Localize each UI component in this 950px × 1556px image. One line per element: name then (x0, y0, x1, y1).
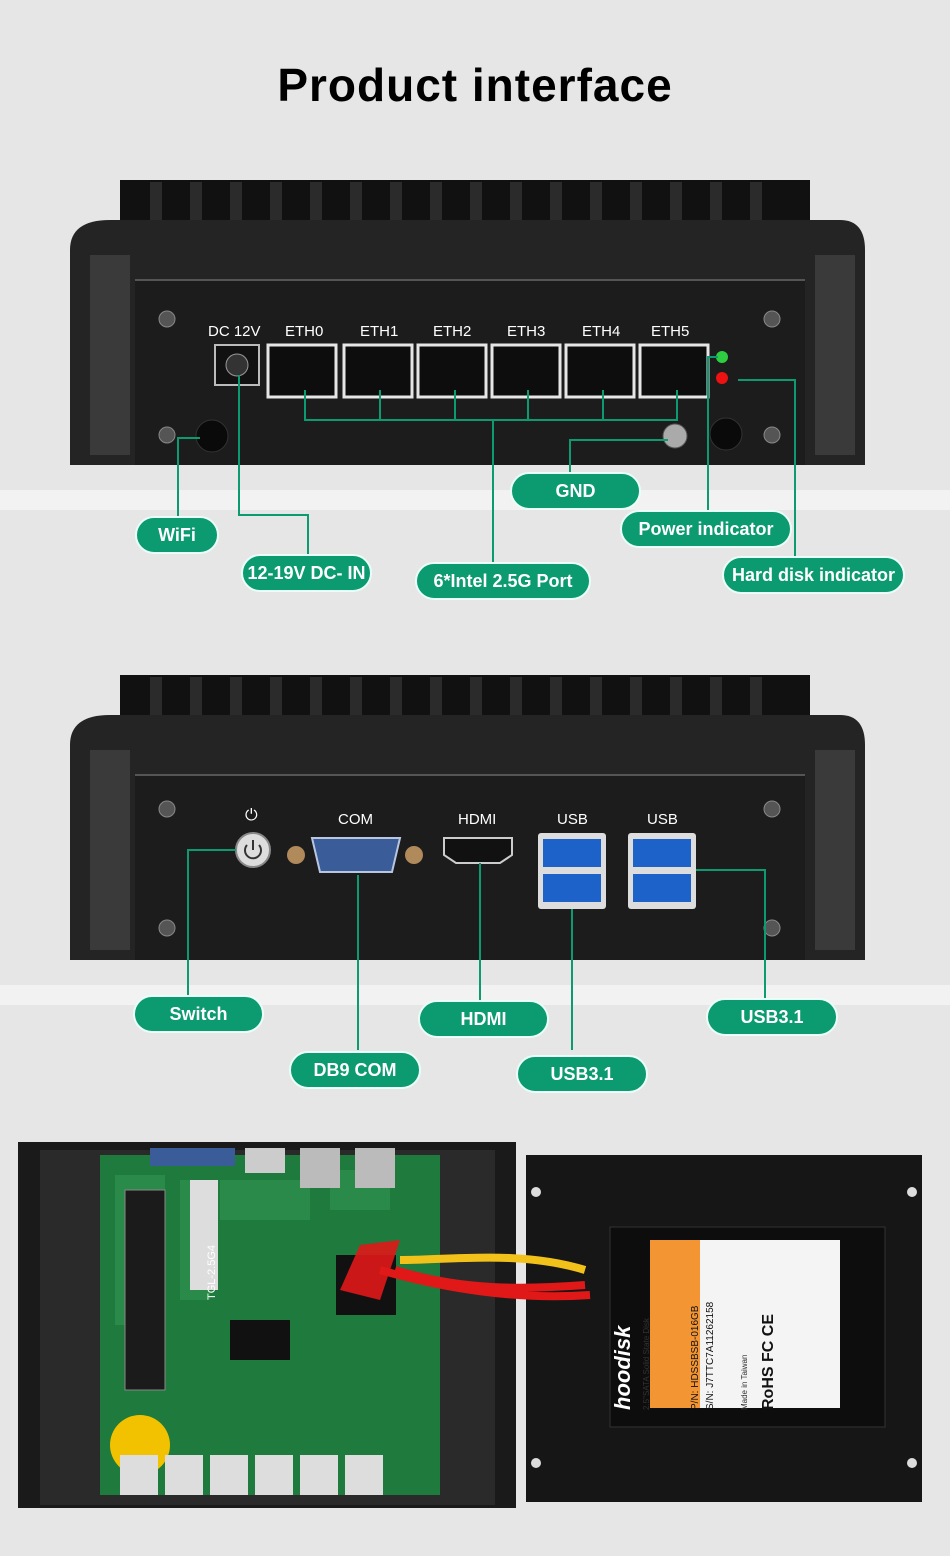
callout-dc-in: 12-19V DC- IN (241, 554, 372, 592)
label-eth5: ETH5 (651, 323, 690, 340)
callout-hdd-indicator: Hard disk indicator (722, 556, 905, 594)
db9-connector (310, 837, 402, 873)
label-com: COM (338, 811, 373, 828)
usb-ports-left (538, 833, 606, 909)
ram-slot (124, 1189, 166, 1391)
label-hdmi: HDMI (458, 811, 497, 828)
label-eth4: ETH4 (582, 323, 621, 340)
label-usb-left: USB (557, 811, 588, 828)
ethernet-ports (266, 343, 710, 399)
callout-usb-middle: USB3.1 (516, 1055, 648, 1093)
ssd-part-number: P/N: HDSSBSB-016GB (690, 1305, 701, 1410)
label-dc-12v: DC 12V (208, 323, 261, 340)
rear-panel-device (0, 180, 950, 565)
ssd-label: hoodisk 2.5"SATA Solid State Disk P/N: H… (610, 1240, 820, 1410)
label-eth3: ETH3 (507, 323, 546, 340)
usb-ports-right (628, 833, 696, 909)
label-eth2: ETH2 (433, 323, 472, 340)
label-eth0: ETH0 (285, 323, 324, 340)
hdmi-connector (443, 837, 513, 864)
callout-switch: Switch (133, 995, 264, 1033)
internal-view: TGL-2.5G4 (18, 1142, 922, 1508)
board-label: TGL-2.5G4 (206, 1245, 218, 1300)
callout-hdmi: HDMI (418, 1000, 549, 1038)
callout-gnd: GND (510, 472, 641, 510)
ssd-brand: hoodisk (610, 1325, 635, 1410)
page-title: Product interface (277, 59, 673, 111)
power-symbol-icon: ⏻ (245, 807, 258, 824)
ssd-made-in: Made in Taiwan (740, 1354, 749, 1410)
callout-power-indicator: Power indicator (620, 510, 792, 548)
callout-db9-com: DB9 COM (289, 1051, 421, 1089)
ssd-cert-marks: RoHS FC CE (760, 1314, 777, 1410)
front-panel-device (0, 675, 950, 1050)
label-usb-right: USB (647, 811, 678, 828)
callout-eth-ports: 6*Intel 2.5G Port (415, 562, 591, 600)
label-eth1: ETH1 (360, 323, 399, 340)
ssd-serial-number: S/N: J7TTC7A11262158 (705, 1301, 716, 1410)
callout-wifi: WiFi (135, 516, 219, 554)
ssd-description: 2.5"SATA Solid State Disk (642, 1318, 651, 1410)
callout-usb-right: USB3.1 (706, 998, 838, 1036)
